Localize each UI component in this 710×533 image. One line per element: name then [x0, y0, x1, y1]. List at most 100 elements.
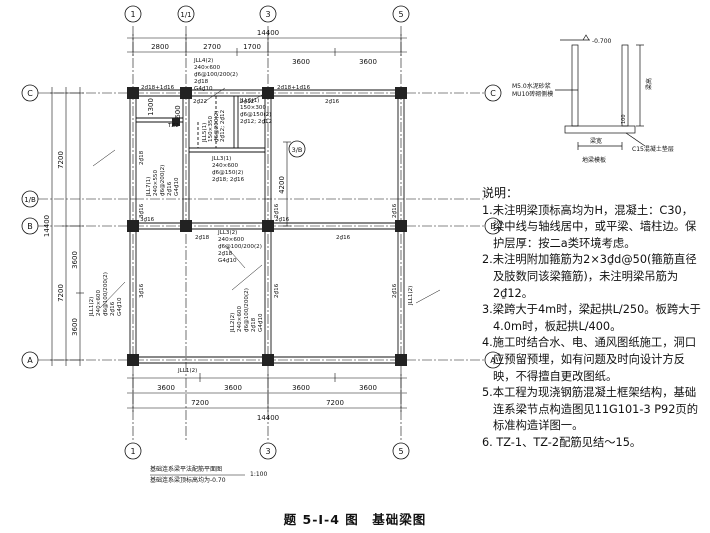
- detail-labels: -0.700 M5.0水泥砂浆 MU10砖砌侧模 梁高 梁宽 C15混凝土垫层 …: [512, 38, 674, 164]
- dim-text: 3600: [292, 58, 310, 66]
- beam-label: JLL2(2): [230, 313, 236, 333]
- axis-label: 1/1: [180, 11, 191, 19]
- axis-label: 5: [398, 447, 403, 456]
- rebar-label: 2₫16: [274, 283, 280, 298]
- beam-label: 2₫12; 2₫12: [220, 110, 226, 142]
- beam-label: ₫6@200(2): [214, 111, 220, 142]
- dim-text: 7200: [57, 284, 65, 302]
- dim-text: 7200: [191, 399, 209, 407]
- rebar-label: 2₫16: [336, 235, 351, 241]
- dim-text: 7200: [326, 399, 344, 407]
- dim-text: 3600: [359, 58, 377, 66]
- dim-text: 2800: [151, 43, 169, 51]
- beam-label: 240×600: [218, 237, 244, 243]
- beam-label: 2₫16: [110, 301, 116, 316]
- dim-text: 3600: [359, 384, 377, 392]
- dim-text: 14400: [257, 29, 279, 37]
- axis-label: B: [490, 222, 496, 231]
- tz2-label: TZ2: [167, 123, 179, 129]
- dim-text: 3600: [157, 384, 175, 392]
- beam-label: 2₫12; 2₫12: [240, 119, 272, 125]
- plan-title-main: 基础连系梁平法配筋平面图: [150, 465, 222, 473]
- rebar-label: 2₫18+1₫16: [277, 85, 311, 91]
- beam-label: ₫6@100/200(2): [103, 272, 109, 316]
- dim-text: 3600: [224, 384, 242, 392]
- beam-label: JLL3(1): [211, 156, 231, 162]
- beam-label: ₫6@200(2): [160, 165, 166, 196]
- beam-label: 2₫18: [194, 79, 209, 85]
- note-item: 6. TZ-1、TZ-2配筋见结～15。: [482, 435, 642, 449]
- beam-label: G4₫10: [117, 297, 123, 316]
- beam-label: 240×600: [212, 163, 238, 169]
- beam-label: 240×550: [153, 170, 159, 196]
- rebar-label: 2₫18: [139, 150, 145, 165]
- axis-label: 1: [130, 10, 135, 19]
- axis-label: 1: [130, 447, 135, 456]
- beam-label: ₫6@150(2): [212, 170, 243, 176]
- axis-label: 3/B: [292, 146, 303, 154]
- beam-label: JLL7(1): [146, 177, 152, 197]
- beam-label: 240×600: [194, 65, 220, 71]
- beam-label: G4₫10: [174, 177, 180, 196]
- rebar-label: 2₫18+1₫16: [141, 85, 175, 91]
- axis-bubbles: [21, 5, 502, 460]
- note-item: 1.未注明梁顶标高均为H，混凝土：C30，梁中线与轴线居中，或平梁、墙柱边。保护…: [482, 203, 697, 250]
- beam-label: JLL3(2): [217, 230, 237, 236]
- beam-label: JLL6(1): [239, 98, 259, 104]
- figure-caption: 题 5-Ⅰ-4 图 基础梁图: [283, 512, 427, 527]
- design-notes: 说明： 1.未注明梁顶标高均为H，混凝土：C30，梁中线与轴线居中，或平梁、墙柱…: [482, 185, 704, 452]
- rebar-label: 2₫18: [195, 235, 210, 241]
- beam-label: 240×600: [96, 290, 102, 316]
- note-item: 5.本工程为现浇钢筋混凝土框架结构，基础连系梁节点构造图见11G101-3 P9…: [482, 386, 698, 433]
- rebar-label: 2₫16: [392, 203, 398, 218]
- axis-labels: 1 1/1 3 5 1 3 5 C 1/B B A C B A 3/B: [24, 10, 496, 456]
- dim-text: 1700: [243, 43, 261, 51]
- beam-annotations: JLL4(2) 240×600 ₫6@100/200(2) 2₫18 G4₫10…: [89, 58, 414, 374]
- detail-label: 梁宽: [590, 137, 602, 145]
- beam-label: ₫6@150(2): [240, 112, 271, 118]
- beam-label: 2₫18: [218, 251, 233, 257]
- beam-label: 2₫16: [167, 181, 173, 196]
- beam-label: JLL5(1): [202, 123, 208, 143]
- dim-text: 3600: [71, 318, 79, 336]
- axis-label: 3: [265, 447, 270, 456]
- bottom-dimensions: [127, 372, 407, 412]
- detail-label: 梁高: [645, 78, 653, 90]
- detail-label: MU10砖砌侧模: [512, 90, 553, 98]
- axis-label: 1/B: [24, 196, 36, 204]
- rebar-label: 3₫16: [140, 217, 155, 223]
- axis-label: B: [27, 222, 33, 231]
- left-dimensions: [48, 87, 84, 366]
- dim-text: 4200: [278, 176, 286, 194]
- note-item: 3.梁跨大于4m时，梁起拱L/250。板跨大于4.0m时，板起拱L/400。: [482, 303, 701, 333]
- rebar-label: 2₫22: [193, 99, 207, 105]
- notes-title: 说明：: [482, 186, 519, 200]
- plan-title: 基础连系梁平法配筋平面图 基础连系梁顶标高均为-0.70 1:100: [150, 465, 267, 484]
- dim-text: 7200: [57, 151, 65, 169]
- note-item: 4.施工时结合水、电、通风图纸施工，洞口应预留预埋，如有问题及时向设计方反映，不…: [482, 336, 697, 383]
- beam-label: G4₫10: [258, 313, 264, 332]
- rebar-label: 2₫12: [240, 99, 254, 105]
- beam-label: 150×300: [240, 105, 266, 111]
- axis-label: A: [490, 356, 496, 365]
- beam-label: JLL1(2): [177, 368, 197, 374]
- axis-label: A: [27, 356, 33, 365]
- dimension-text: 14400 2800 2700 1700 3600 3600 3600 3600…: [43, 29, 377, 422]
- detail-label: M5.0水泥砂浆: [512, 82, 551, 90]
- dim-text: 1300: [147, 98, 155, 116]
- ground-beam-detail: [555, 34, 646, 150]
- detail-label: -0.700: [592, 38, 612, 45]
- beam-label: 240×600: [237, 306, 243, 332]
- top-dimensions: [127, 34, 407, 56]
- beam-label: 2₫18; 2₫16: [212, 177, 245, 183]
- plan-title-sub: 基础连系梁顶标高均为-0.70: [150, 476, 226, 484]
- detail-label: C15混凝土垫层: [632, 145, 674, 153]
- rebar-label: 2₫16: [325, 99, 340, 105]
- note-item: 2.未注明附加箍筋为2×3₫d@50(箍筋直径及肢数同该梁箍筋)，未注明梁吊筋为…: [482, 253, 697, 300]
- dim-text: 3600: [292, 384, 310, 392]
- beam-label: JLL1(2): [89, 297, 95, 317]
- grid-lines: [38, 26, 485, 442]
- rebar-label: 2₫16: [392, 283, 398, 298]
- beam-label: 150×350: [208, 116, 214, 142]
- beam-label: G4₫10: [218, 258, 237, 264]
